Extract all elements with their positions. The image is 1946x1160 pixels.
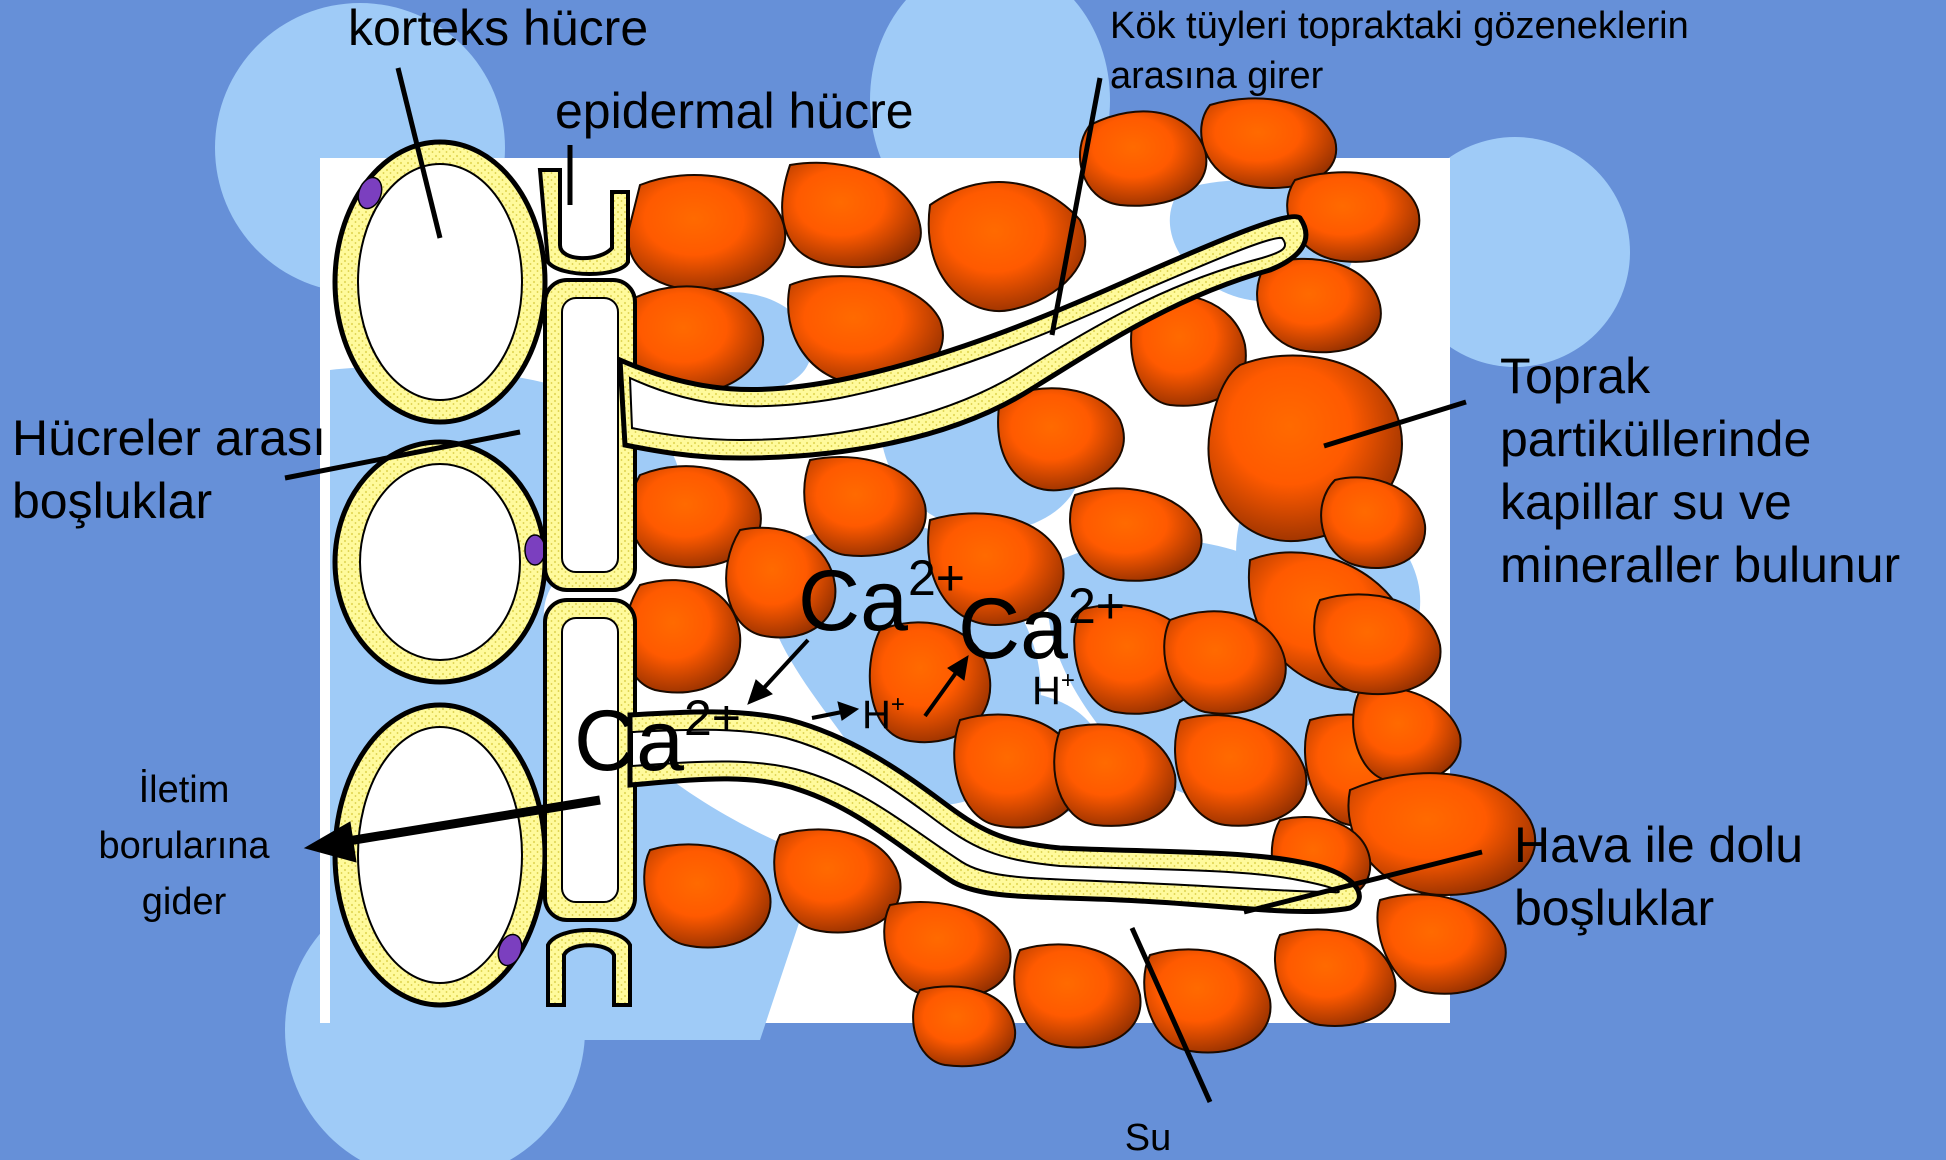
label-soil-2: partiküllerinde: [1500, 411, 1811, 467]
label-transport-3: gider: [142, 881, 227, 923]
label-soil-4: mineraller bulunur: [1500, 537, 1900, 593]
label-water: Su: [1125, 1117, 1171, 1159]
nucleus: [525, 535, 545, 565]
label-soil-3: kapillar su ve: [1500, 474, 1792, 530]
label-root-hairs-1: Kök tüyleri topraktaki gözeneklerin: [1110, 5, 1689, 47]
label-soil-1: Toprak: [1500, 348, 1651, 404]
label-cortex-cell: korteks hücre: [348, 0, 648, 56]
label-transport-2: borularına: [98, 825, 270, 867]
label-epidermal-cell: epidermal hücre: [555, 83, 914, 139]
epidermal-cells: [540, 170, 635, 1005]
label-transport-1: İletim: [139, 768, 230, 811]
label-intercellular-2: boşluklar: [12, 473, 212, 529]
cortex-cells: [335, 142, 545, 1005]
label-intercellular-1: Hücreler arası: [12, 410, 326, 466]
soil-particle: [1080, 111, 1206, 205]
label-air-1: Hava ile dolu: [1514, 817, 1803, 873]
label-root-hairs-2: arasına girer: [1110, 55, 1324, 97]
label-air-2: boşluklar: [1514, 880, 1714, 936]
